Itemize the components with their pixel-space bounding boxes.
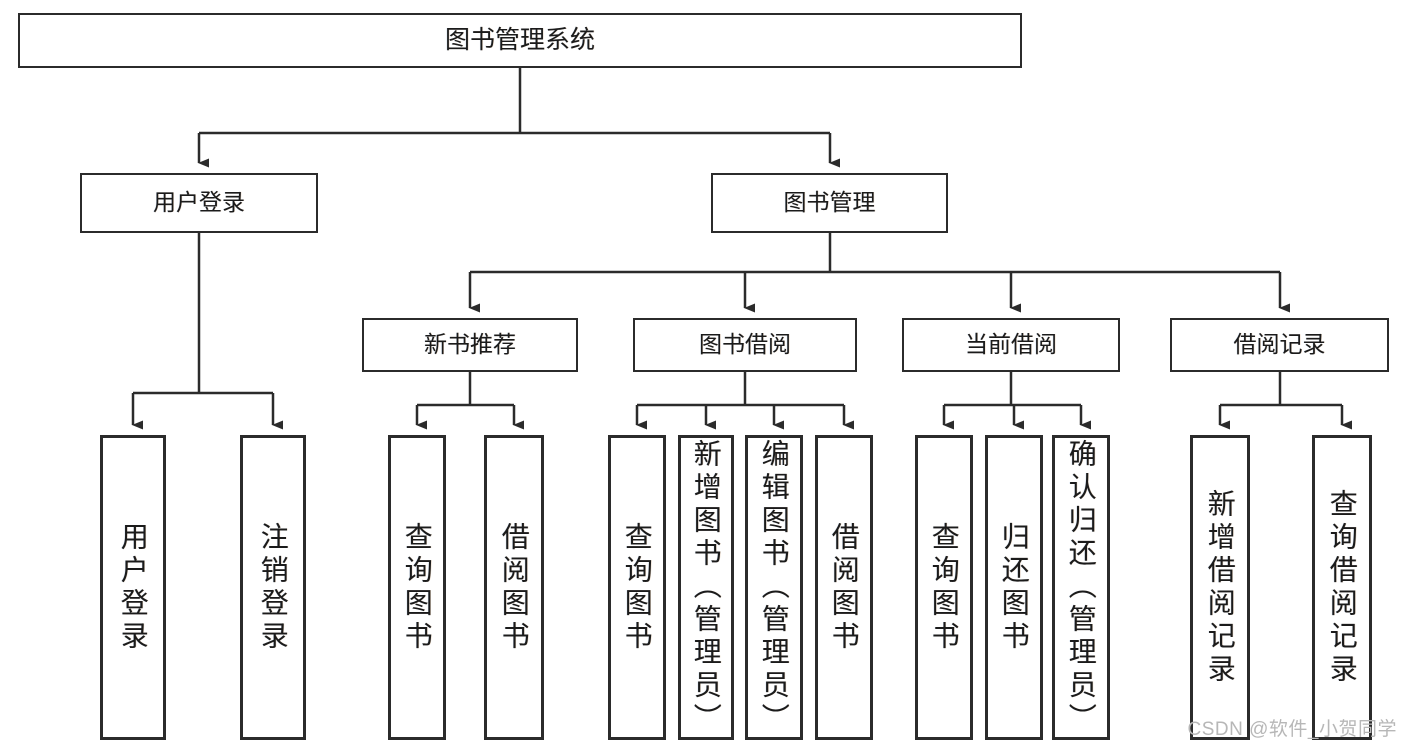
node-user-login-label: 用户登录 xyxy=(153,189,245,216)
node-borrow-record-label: 借阅记录 xyxy=(1233,331,1326,358)
node-book-management-label: 图书管理 xyxy=(783,189,876,216)
csdn-watermark: CSDN @软件_小贺同学 xyxy=(1187,719,1397,740)
leaf-confirm-return-admin[interactable]: 确认归还（管理员） xyxy=(1052,435,1110,740)
leaf-return-book-label: 归还图书 xyxy=(998,521,1030,654)
node-book-borrow-label: 图书借阅 xyxy=(699,331,791,358)
leaf-borrow-book[interactable]: 借阅图书 xyxy=(815,435,873,740)
leaf-borrow-book-label: 借阅图书 xyxy=(828,521,860,654)
leaf-borrow-book-recommend-label: 借阅图书 xyxy=(498,521,530,654)
leaf-return-book[interactable]: 归还图书 xyxy=(985,435,1043,740)
leaf-query-book-current-label: 查询图书 xyxy=(928,521,960,654)
leaf-add-borrow-record[interactable]: 新增借阅记录 xyxy=(1190,435,1250,740)
leaf-add-book-admin-label: 新增图书（管理员） xyxy=(690,439,722,736)
leaf-query-book-borrow[interactable]: 查询图书 xyxy=(608,435,666,740)
leaf-query-book-current[interactable]: 查询图书 xyxy=(915,435,973,740)
leaf-query-book-recommend-label: 查询图书 xyxy=(401,521,433,654)
leaf-confirm-return-admin-label: 确认归还（管理员） xyxy=(1065,439,1097,736)
node-book-borrow[interactable]: 图书借阅 xyxy=(633,318,857,372)
node-current-borrow[interactable]: 当前借阅 xyxy=(902,318,1120,372)
node-root[interactable]: 图书管理系统 xyxy=(18,13,1022,68)
node-borrow-record[interactable]: 借阅记录 xyxy=(1170,318,1389,372)
leaf-user-logout-label: 注销登录 xyxy=(257,521,289,654)
leaf-query-book-recommend[interactable]: 查询图书 xyxy=(388,435,446,740)
leaf-user-login-label: 用户登录 xyxy=(117,521,149,654)
leaf-edit-book-admin[interactable]: 编辑图书（管理员） xyxy=(745,435,803,740)
leaf-user-login[interactable]: 用户登录 xyxy=(100,435,166,740)
leaf-borrow-book-recommend[interactable]: 借阅图书 xyxy=(484,435,544,740)
leaf-query-borrow-record-label: 查询借阅记录 xyxy=(1326,488,1358,687)
node-book-management[interactable]: 图书管理 xyxy=(711,173,948,233)
node-new-book-recommend[interactable]: 新书推荐 xyxy=(362,318,578,372)
leaf-query-book-borrow-label: 查询图书 xyxy=(621,521,653,654)
leaf-user-logout[interactable]: 注销登录 xyxy=(240,435,306,740)
node-current-borrow-label: 当前借阅 xyxy=(965,331,1057,358)
leaf-edit-book-admin-label: 编辑图书（管理员） xyxy=(758,439,790,736)
leaf-add-book-admin[interactable]: 新增图书（管理员） xyxy=(678,435,734,740)
leaf-add-borrow-record-label: 新增借阅记录 xyxy=(1204,488,1236,687)
leaf-query-borrow-record[interactable]: 查询借阅记录 xyxy=(1312,435,1372,740)
node-root-label: 图书管理系统 xyxy=(444,25,595,54)
node-user-login[interactable]: 用户登录 xyxy=(80,173,318,233)
node-new-book-recommend-label: 新书推荐 xyxy=(424,331,516,358)
